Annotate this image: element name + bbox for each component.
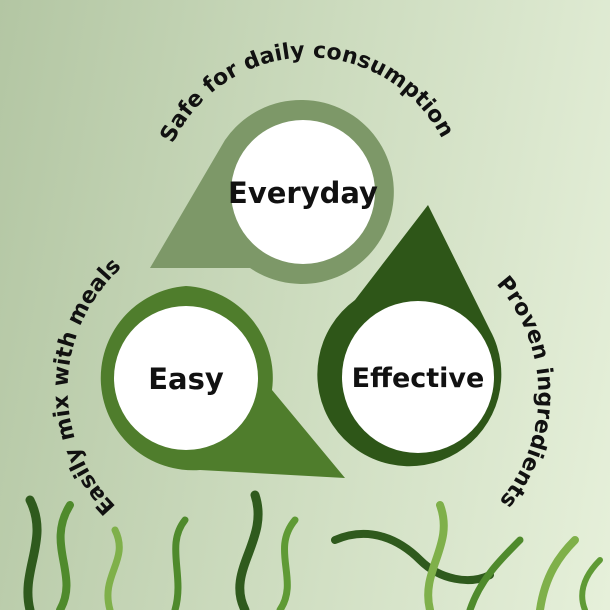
- drop-everyday-circle: [231, 120, 375, 264]
- drop-easy-circle: [114, 306, 258, 450]
- caption-effective: Proven ingredients: [491, 272, 557, 513]
- drop-effective-label: Effective: [352, 363, 485, 394]
- drop-effective: Effective: [317, 205, 502, 467]
- seaweed-decoration: [23, 490, 603, 610]
- drop-everyday: Everyday: [150, 99, 394, 284]
- drop-easy: Easy: [100, 286, 346, 478]
- drop-easy-label: Easy: [148, 362, 224, 396]
- drop-everyday-label: Everyday: [228, 176, 378, 210]
- drop-effective-circle: [342, 301, 494, 453]
